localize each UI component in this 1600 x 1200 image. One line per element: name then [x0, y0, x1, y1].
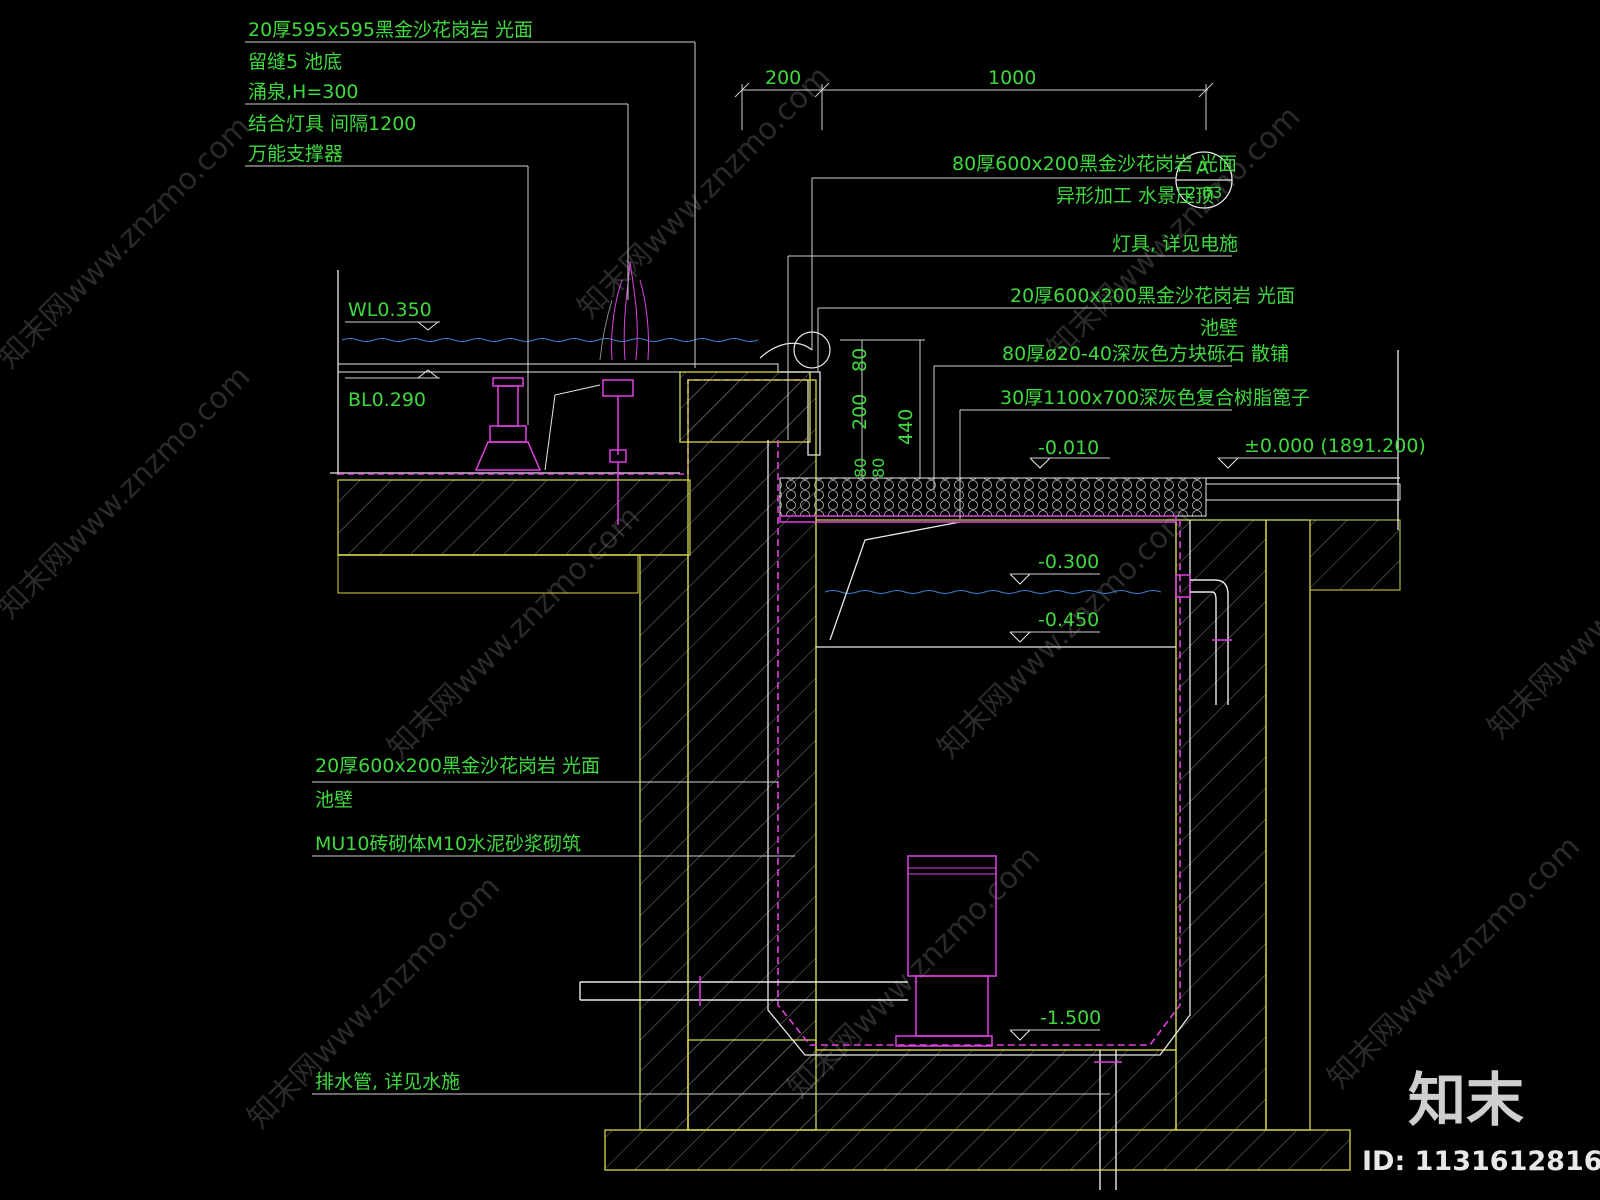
- watermark-text: 知末网www.znzmo.com: [1481, 479, 1600, 745]
- label-pool-wall-left: 池壁: [315, 789, 353, 811]
- label-pedestal-support: 万能支撑器: [248, 143, 343, 165]
- wall-pipe-icon: [1175, 574, 1232, 705]
- elevation-zero-datum: ±0.000 (1891.200): [1244, 435, 1426, 457]
- watermark-text: 知末网www.znzmo.com: [931, 499, 1197, 765]
- dimension-1000: 1000: [988, 67, 1036, 89]
- submersible-pump-icon: [579, 855, 1122, 1190]
- pedestal-support-icon: [474, 377, 542, 471]
- fountain-jet-icon: [599, 261, 650, 361]
- elevation-marks: WL0.350 BL0.290 -0.010 ±0.000 (1891.200)…: [345, 299, 1426, 1041]
- label-joint-pool-bottom: 留缝5 池底: [248, 51, 342, 73]
- section-marker-letter: A: [1196, 157, 1209, 179]
- label-bubbler-height: 涌泉,H=300: [248, 81, 359, 103]
- label-gravel: 80厚ø20-40深灰色方块砾石 散铺: [1002, 343, 1289, 365]
- dimensions: 200 1000 80 200 440 80 80: [734, 67, 1214, 478]
- label-wall-granite-left: 20厚600x200黑金沙花岗岩 光面: [315, 755, 600, 777]
- elevation-minus-1-500: -1.500: [1040, 1007, 1101, 1029]
- dimension-v80b: 80: [851, 458, 870, 478]
- section-marker-sheet: 2-03: [1186, 183, 1222, 202]
- elevation-minus-0-300: -0.300: [1038, 551, 1099, 573]
- leader-lines: [245, 41, 1232, 1095]
- label-light-spacing: 结合灯具 间隔1200: [248, 113, 416, 135]
- elevation-bottom-level: BL0.290: [348, 389, 426, 411]
- dimension-v440: 440: [895, 409, 917, 445]
- dimension-v80: 80: [849, 348, 871, 372]
- label-pool-wall-right: 池壁: [1200, 317, 1238, 339]
- image-id: ID: 1131612816: [1362, 1146, 1600, 1177]
- watermark-text: 知末网www.znzmo.com: [0, 359, 257, 625]
- label-light-electrical: 灯具, 详见电施: [1112, 233, 1238, 255]
- label-coping-granite: 80厚600x200黑金沙花岗岩 光面: [952, 153, 1237, 175]
- label-brick-masonry: MU10砖砌体M10水泥砂浆砌筑: [315, 833, 581, 855]
- annotation-labels: 20厚595x595黑金沙花岗岩 光面 留缝5 池底 涌泉,H=300 结合灯具…: [248, 19, 1310, 1093]
- light-fixture-icon: [602, 379, 634, 525]
- label-coping-shape: 异形加工 水景压顶: [1056, 185, 1214, 207]
- label-grating: 30厚1100x700深灰色复合树脂篦子: [1000, 387, 1310, 409]
- grating-gravel: [779, 350, 1401, 591]
- dimension-v80c: 80: [869, 458, 888, 478]
- dimension-200: 200: [765, 67, 801, 89]
- section-marker: A 2-03: [1175, 151, 1233, 209]
- watermark-text: 知末网www.znzmo.com: [1321, 829, 1587, 1095]
- dimension-v200: 200: [849, 394, 871, 430]
- watermark-text: 知末网www.znzmo.com: [571, 59, 837, 325]
- brand-logo: 知末: [1408, 1066, 1524, 1134]
- label-wall-granite-right: 20厚600x200黑金沙花岗岩 光面: [1010, 285, 1295, 307]
- elevation-water-level: WL0.350: [348, 299, 432, 321]
- elevation-minus-0-010: -0.010: [1038, 437, 1099, 459]
- label-pool-bottom-granite: 20厚595x595黑金沙花岗岩 光面: [248, 19, 533, 41]
- watermark-text: 知末网www.znzmo.com: [0, 109, 257, 375]
- label-drain-pipe: 排水管, 详见水施: [315, 1071, 460, 1093]
- watermark-text: 知末网www.znzmo.com: [241, 869, 507, 1135]
- elevation-minus-0-450: -0.450: [1038, 609, 1099, 631]
